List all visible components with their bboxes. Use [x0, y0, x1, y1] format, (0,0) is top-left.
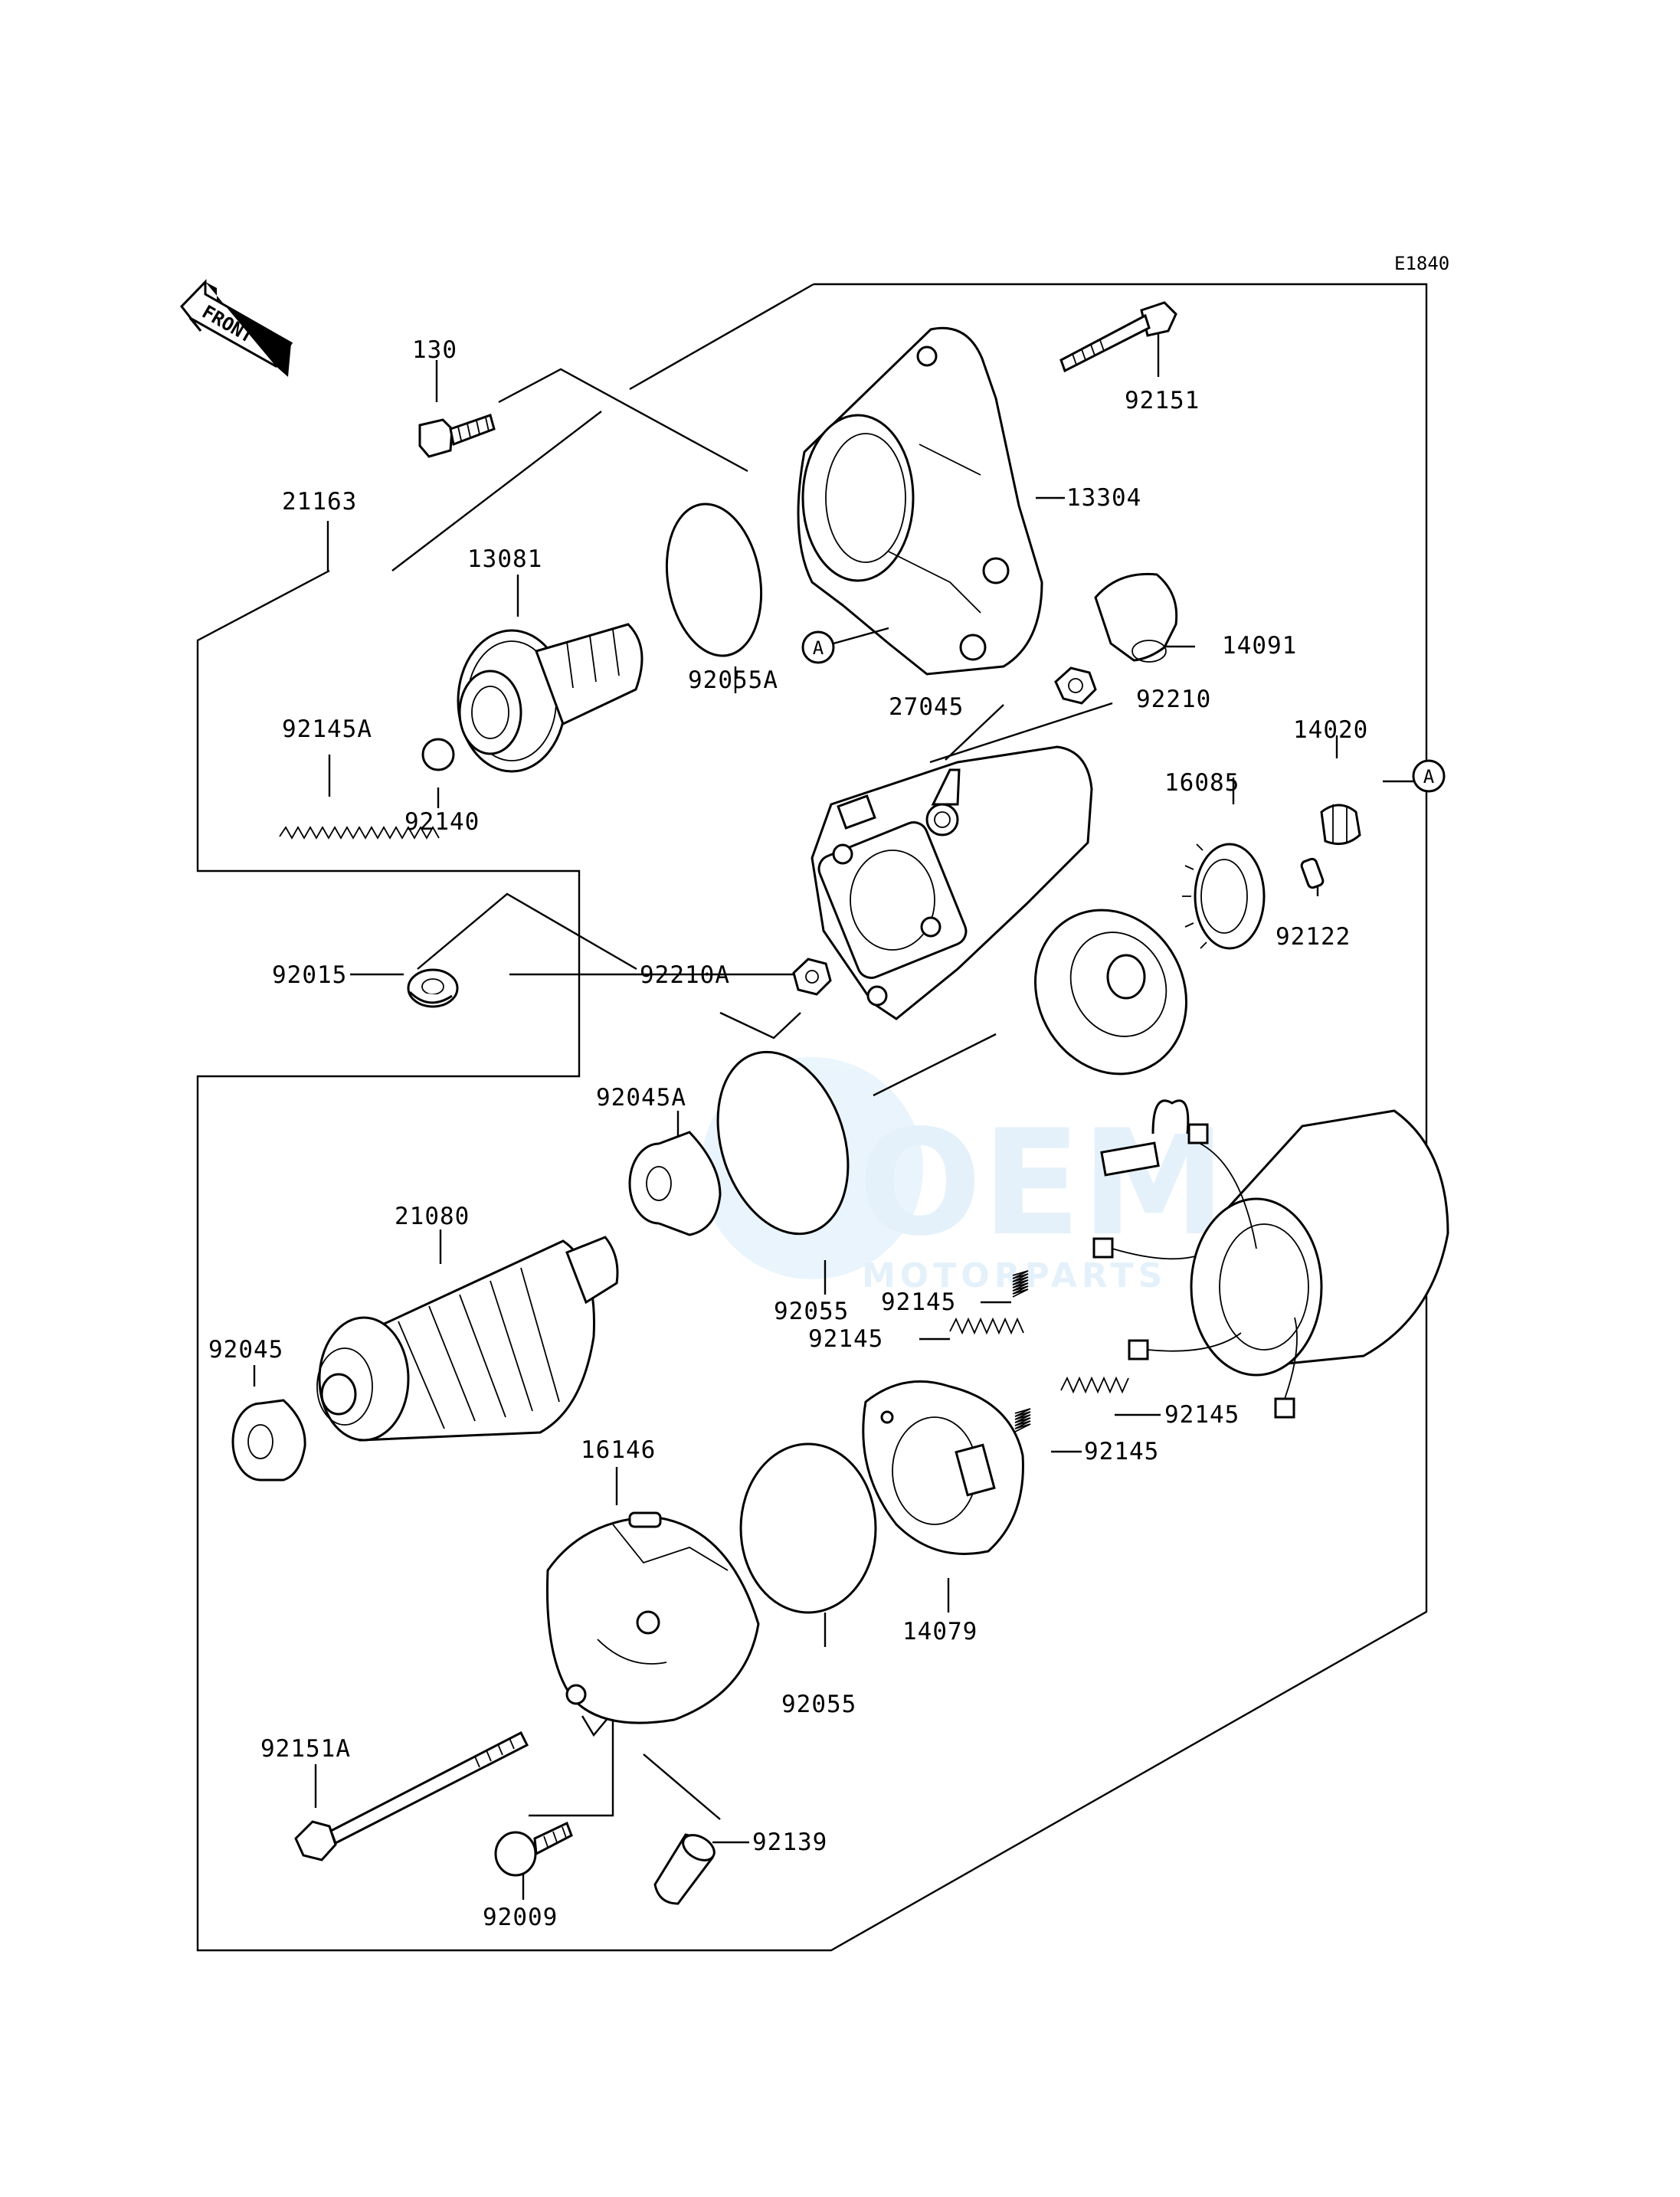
part-label-13304: 13304 [1066, 484, 1141, 512]
part-label-92151A: 92151A [260, 1735, 351, 1763]
gear-16085-part [1182, 843, 1266, 950]
part-label-92145-c: 92145 [1164, 1401, 1240, 1429]
washer-92015-part [407, 968, 459, 1008]
spring-92145A-part [279, 826, 440, 840]
screw-92009-part [494, 1821, 573, 1877]
bushing-92139-part [653, 1833, 716, 1905]
leader-lines [253, 329, 1426, 1900]
spring-92145-a-part [1012, 1270, 1029, 1298]
part-label-13081: 13081 [467, 545, 542, 573]
spring-92145-d-part [1014, 1408, 1031, 1432]
watermark-sub: MOTORPARTS [862, 1256, 1167, 1295]
ref-marker-a-left: A [801, 627, 889, 664]
part-label-21080: 21080 [395, 1203, 470, 1230]
part-label-92055-bot: 92055 [781, 1691, 856, 1718]
part-label-14091: 14091 [1222, 632, 1297, 660]
clutch-14020-part [1320, 804, 1361, 846]
part-label-14020: 14020 [1293, 716, 1368, 744]
bearing-92045-part [231, 1399, 306, 1482]
nut-92210-part [1054, 666, 1097, 705]
ref-marker-a-right: A [1412, 759, 1446, 793]
part-label-27045: 27045 [889, 693, 964, 721]
end-cover-16146-part [545, 1511, 760, 1724]
part-label-16085: 16085 [1164, 769, 1240, 797]
diagram-code: E1840 [1394, 253, 1449, 274]
cap-14091-part [1094, 572, 1178, 663]
bolt-92151-part [1059, 301, 1177, 373]
oring-92055-top-part [716, 1050, 850, 1236]
part-label-92045A: 92045A [596, 1084, 686, 1112]
part-label-92009: 92009 [483, 1904, 558, 1931]
motor-body-27045-part [811, 745, 1188, 1076]
part-label-92145-d: 92145 [1084, 1438, 1159, 1465]
front-arrow-icon: FRONT [180, 279, 293, 377]
ball-92140-part [421, 738, 455, 771]
brush-holder-14079-part [862, 1380, 1024, 1555]
svg-text:A: A [813, 637, 824, 659]
svg-text:A: A [1423, 766, 1435, 787]
part-label-92145-b: 92145 [808, 1325, 883, 1353]
part-label-16146: 16146 [581, 1436, 656, 1464]
part-label-92210A: 92210A [640, 961, 730, 989]
part-label-92145A: 92145A [282, 715, 372, 743]
part-label-14079: 14079 [902, 1618, 978, 1645]
bolt-92151A-part [294, 1730, 529, 1861]
part-label-92055-top: 92055 [774, 1298, 849, 1325]
part-label-92055A: 92055A [688, 666, 778, 694]
spring-92145-b-part [949, 1317, 1024, 1335]
part-label-92045: 92045 [208, 1336, 283, 1364]
armature-21080-part [316, 1236, 619, 1442]
housing-13304-part [797, 326, 1043, 676]
nut-92210A-part [792, 958, 832, 996]
part-label-92151: 92151 [1125, 387, 1200, 414]
part-label-92015: 92015 [272, 961, 347, 989]
part-label-92210: 92210 [1136, 686, 1211, 713]
gear-assembly-13081-part [457, 623, 644, 773]
spring-92145-c-part [1060, 1376, 1129, 1394]
part-label-92140: 92140 [404, 808, 480, 836]
part-label-21163: 21163 [282, 488, 357, 516]
part-label-92139: 92139 [752, 1829, 827, 1856]
bolt-130-part [418, 414, 496, 458]
part-labels: 130 92151 21163 13304 13081 92055A 14091… [208, 336, 1368, 1931]
part-label-92122: 92122 [1276, 923, 1351, 951]
yoke-brush-assembly-part [1092, 1099, 1449, 1419]
oring-92055A-part [665, 503, 763, 657]
pin-92122-part [1300, 857, 1325, 889]
part-label-130: 130 [412, 336, 457, 364]
bearing-92045A-part [628, 1131, 722, 1236]
part-label-92145-a: 92145 [881, 1288, 956, 1316]
oring-92055-bottom-part [739, 1442, 877, 1614]
